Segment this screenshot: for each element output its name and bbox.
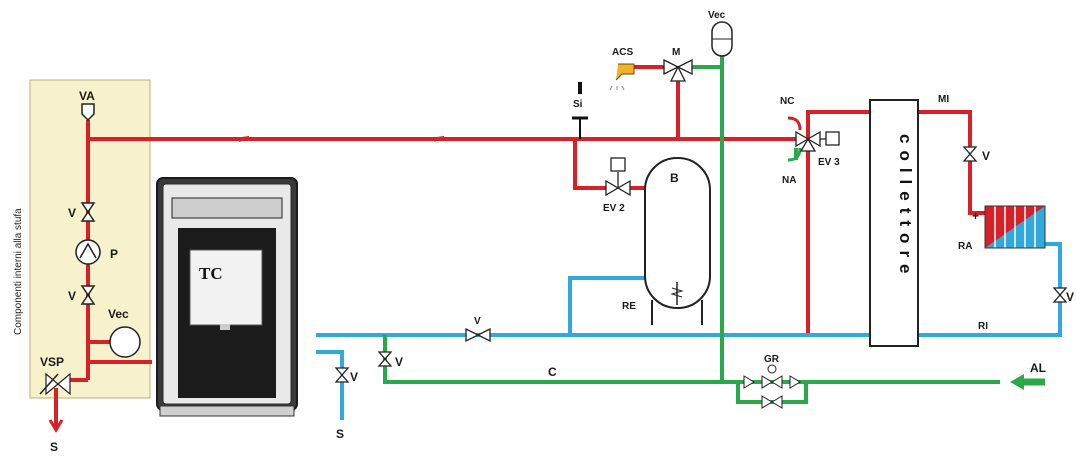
stove-label: TC <box>199 264 223 283</box>
acs-tap-icon <box>609 63 635 91</box>
v-drain-b-label: V <box>395 355 403 369</box>
si-label: Si <box>573 99 583 110</box>
v-stove-bottom-label: V <box>68 289 76 303</box>
radiator-icon <box>984 205 1046 249</box>
v-ri-label: V <box>1066 290 1074 304</box>
gr-label: GR <box>764 354 780 365</box>
c-label: C <box>548 365 557 379</box>
internal-components-label: Componenti interni alla stufa <box>13 208 24 335</box>
nc-label: NC <box>780 96 794 107</box>
safety-valve-icon <box>39 372 71 433</box>
drain-valve-b-icon <box>377 351 393 367</box>
va-vent-icon <box>81 103 95 122</box>
pump-icon <box>75 239 101 265</box>
vec-stove-label: Vec <box>108 307 129 321</box>
vec-top-label: Vec <box>708 10 726 21</box>
vsp-label: VSP <box>40 355 64 369</box>
return-valve-icon <box>465 327 491 343</box>
expansion-vessel-top-icon <box>711 21 733 57</box>
boiler-label: B <box>670 171 679 185</box>
pump-label: P <box>110 247 118 261</box>
acs-label: ACS <box>612 47 633 58</box>
mi-valve-icon <box>962 146 978 162</box>
va-label: VA <box>79 89 95 103</box>
na-label: NA <box>782 175 796 186</box>
ev2-label: EV 2 <box>603 203 625 214</box>
al-label: AL <box>1030 361 1046 375</box>
mi-label: MI <box>938 94 949 105</box>
expansion-vessel-stove-icon <box>109 326 141 358</box>
stove-tc <box>156 177 298 417</box>
sensor-si-icon <box>572 82 588 139</box>
v-drain-a-label: V <box>350 370 358 384</box>
re-label: RE <box>622 301 636 312</box>
valve-stove-bottom-icon <box>80 285 96 305</box>
v-mi-label: V <box>982 149 990 163</box>
mixing-valve-icon <box>663 58 693 82</box>
plus-label: + <box>972 209 979 223</box>
na-port-icon <box>787 147 802 162</box>
s-left-label: S <box>50 440 58 454</box>
boiler-tank <box>644 157 711 325</box>
nc-port-icon <box>787 116 802 131</box>
ri-label: RI <box>978 321 988 332</box>
valve-stove-top-icon <box>80 202 96 222</box>
collector-label: collettore <box>896 134 915 281</box>
ri-valve-icon <box>1052 287 1068 303</box>
ev2-valve-icon <box>605 157 631 197</box>
ev3-valve-icon <box>795 130 840 152</box>
drain-valve-a-icon <box>334 367 350 383</box>
gr-filling-group-icon <box>743 364 801 409</box>
collector-box <box>869 99 919 347</box>
ra-label: RA <box>958 241 972 252</box>
s-mid-label: S <box>336 427 344 441</box>
v-stove-top-label: V <box>68 206 76 220</box>
ev3-label: EV 3 <box>818 157 840 168</box>
m-label: M <box>672 47 680 58</box>
v-return-label: V <box>474 316 481 327</box>
